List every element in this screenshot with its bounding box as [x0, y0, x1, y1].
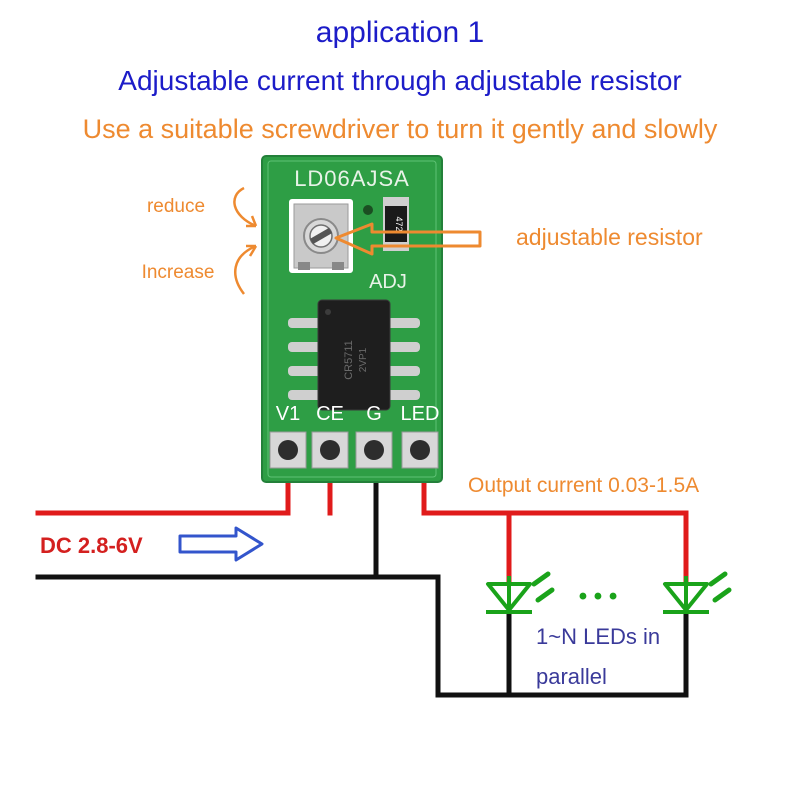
led-n-ray-1: [708, 571, 728, 587]
title-application: application 1: [316, 16, 484, 49]
pin-label-led: LED: [401, 403, 440, 425]
led-1-ray-1: [531, 571, 551, 587]
reduce-arrow-icon: [233, 186, 257, 228]
pcb-module: LD06AJSA 472 ADJ: [261, 155, 443, 483]
pin-label-ce: CE: [316, 403, 344, 425]
resistor-pointer-arrow-icon: [334, 222, 482, 256]
chip-marking-1: CR5711: [343, 340, 355, 380]
increase-arrow-icon: [234, 244, 257, 295]
pin-label-g: G: [366, 403, 382, 425]
dc-input-label: DC 2.8-6V: [40, 533, 143, 558]
adj-label: ADJ: [369, 271, 407, 293]
led-n-ray-2: [712, 587, 732, 603]
reduce-label: reduce: [147, 196, 205, 217]
led-1: [486, 571, 555, 614]
leds-parallel-label-line2: parallel: [536, 664, 607, 689]
led-ellipsis: • • •: [579, 583, 618, 610]
increase-label: Increase: [142, 262, 215, 283]
pcb-test-dot: [363, 205, 373, 215]
title-subtitle: Adjustable current through adjustable re…: [118, 65, 681, 96]
input-direction-arrow-icon: [178, 526, 264, 562]
led-n: [663, 571, 732, 614]
resistor-code: 472: [394, 216, 404, 231]
rotation-hints: reduce Increase: [142, 186, 258, 295]
smd-resistor: 472: [383, 197, 409, 251]
title-instruction: Use a suitable screwdriver to turn it ge…: [83, 114, 718, 144]
driver-chip: CR5711 2VP1: [288, 299, 420, 411]
wire-ground-return: [373, 574, 689, 698]
board-model-label: LD06AJSA: [294, 166, 410, 191]
output-current-label: Output current 0.03-1.5A: [468, 474, 699, 497]
solder-pads: [269, 431, 439, 469]
led-1-ray-2: [535, 587, 555, 603]
pin-label-v1: V1: [276, 403, 300, 425]
pcb-silk-frame: [267, 160, 437, 478]
chip-marking-2: 2VP1: [358, 347, 369, 372]
leds-parallel-label-line1: 1~N LEDs in: [536, 624, 660, 649]
wire-v1: [35, 449, 291, 516]
adjustable-resistor-label: adjustable resistor: [516, 224, 703, 250]
